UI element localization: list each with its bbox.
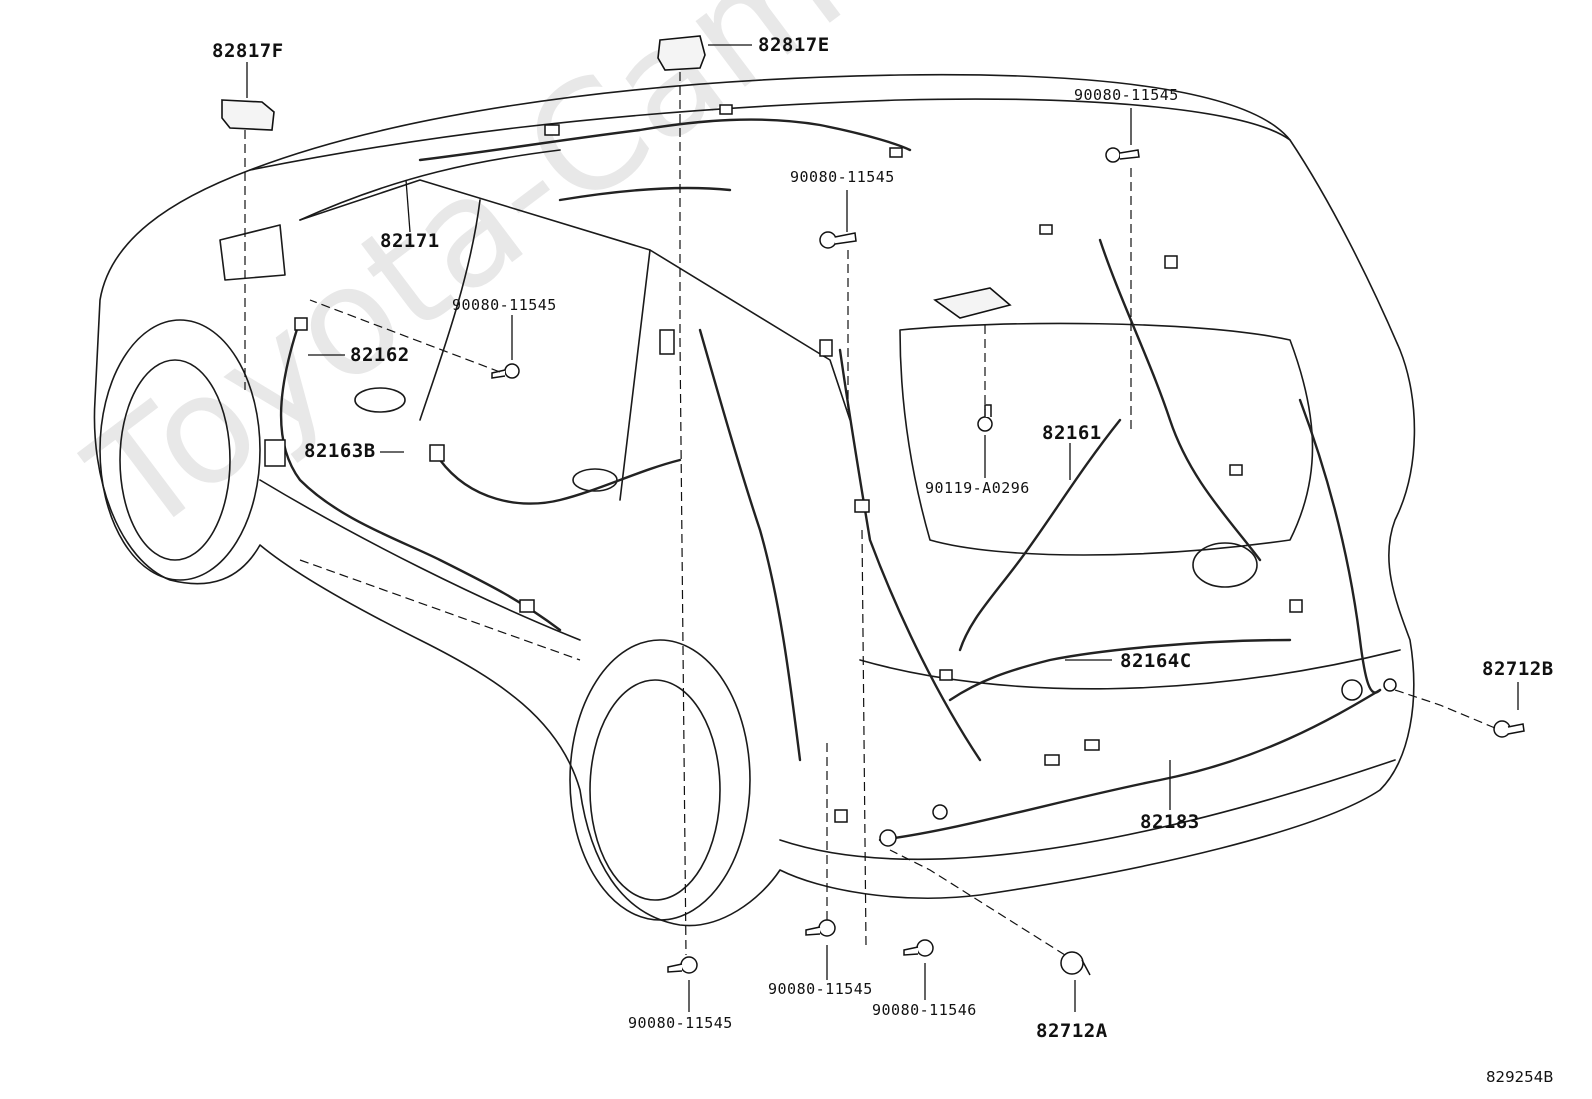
side-mirror [219,224,286,281]
bolt-icon [491,363,520,379]
rear-quarter-harness [698,328,802,762]
sensor-bracket-icon [933,287,1012,319]
rear-window [899,322,1314,556]
connector [939,669,953,681]
b-pillar [419,199,481,421]
clip-82817E-icon [657,35,706,71]
dash-82817E [679,72,687,956]
part-label-82712A: 82712A [1036,1020,1108,1042]
bolt-icon [977,404,993,432]
part-label-bolt-left-door: 90080-11545 [452,296,557,314]
roof-harness-branch [558,186,732,202]
front-wheel-arch [99,319,261,581]
part-label-82162: 82162 [350,344,410,366]
nut-icon [1060,951,1091,976]
part-label-82161: 82161 [1042,422,1102,444]
part-label-bolt-roof: 90080-11545 [790,168,895,186]
connector [294,317,308,331]
dash-bolt-br [861,529,867,946]
part-label-bolt-bottom-left: 90080-11545 [628,1014,733,1032]
part-label-82163B: 82163B [304,440,376,462]
rear-wheel [589,679,721,901]
bolt-icon [667,956,698,974]
side-window-line [299,179,851,421]
part-label-82817F: 82817F [212,40,284,62]
connector [819,339,833,357]
bumper-harness-82183 [878,688,1382,842]
hatch-harness-82161 [958,418,1122,652]
windshield-line [299,149,561,221]
part-label-90119-A0296: 90119-A0296 [925,479,1030,497]
connector [659,329,675,355]
connector [429,444,445,462]
car-body-outline [93,73,1416,927]
center-harness [438,458,682,505]
bolt-icon [805,919,836,937]
dash-82712B [1394,689,1496,729]
connector [264,439,286,467]
front-wheel [119,359,231,561]
front-door-harness [279,318,562,632]
grommet [932,804,948,820]
leader-82171 [405,179,411,233]
front-door-handle [354,387,406,413]
part-label-bolt-bottom-mid: 90080-11545 [768,980,873,998]
connector [1044,754,1060,766]
dash-bolt-door [309,299,501,373]
dash-82712A [889,849,1066,956]
grommet [1383,678,1397,692]
part-label-bolt-bottom-right: 90080-11546 [872,1001,977,1019]
grommet [1341,679,1363,701]
rocker-line [259,479,581,641]
part-label-82712B: 82712B [1482,658,1554,680]
connector [889,147,903,158]
connector [854,499,870,513]
part-label-82183: 82183 [1140,811,1200,833]
part-label-82171: 82171 [380,230,440,252]
part-label-bolt-top-right: 90080-11545 [1074,86,1179,104]
grommet [879,829,897,847]
rear-bumper [859,649,1401,690]
diagram-reference-number: 829254B [1486,1068,1554,1086]
bolt-icon [819,231,857,249]
connector [1229,464,1243,476]
connector [1039,224,1053,235]
rear-door-harness [838,348,982,762]
connector [1084,739,1100,751]
connector [719,104,733,115]
tailgate-harness [1098,238,1262,562]
connector [544,124,560,136]
connector [834,809,848,823]
part-label-82164C: 82164C [1120,650,1192,672]
bolt-icon [903,939,934,957]
clip-82817F-icon [221,99,275,131]
c-pillar [619,249,651,501]
rear-bumper-lower [779,759,1396,861]
rear-panel-harness-82164C [948,638,1292,702]
bolt-icon [1493,720,1525,738]
fuel-door [1192,542,1258,588]
right-quarter-harness [1298,398,1382,694]
dash-lower-body [299,559,581,661]
roof-harness [418,118,912,162]
rear-door-handle [572,468,618,492]
connector [1289,599,1303,613]
part-label-82817E: 82817E [758,34,830,56]
rear-wheel-arch [569,639,751,921]
connector [519,599,535,613]
connector [1164,255,1178,269]
roof-line [249,98,1291,171]
bolt-icon [1105,147,1140,163]
